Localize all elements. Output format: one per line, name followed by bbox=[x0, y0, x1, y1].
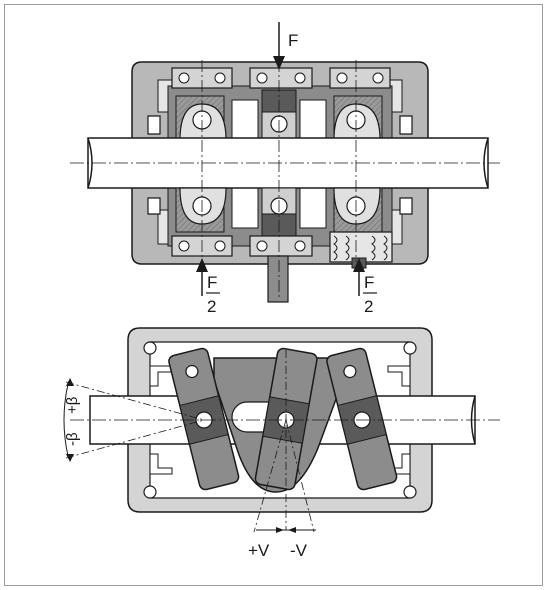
half-force-right-numerator: F bbox=[364, 273, 374, 292]
minus-beta-label: -β bbox=[64, 432, 81, 446]
lower-bearings bbox=[171, 231, 393, 269]
force-arrow-top bbox=[273, 22, 285, 70]
top-section-view: F F 2 F 2 bbox=[70, 22, 500, 316]
upper-bearings bbox=[171, 67, 391, 89]
output-stem bbox=[267, 255, 289, 303]
force-label: F bbox=[288, 31, 298, 50]
minus-v-label: -V bbox=[290, 541, 308, 560]
half-force-right-denominator: 2 bbox=[364, 297, 373, 316]
plus-beta-label: +β bbox=[64, 396, 81, 414]
half-force-left-numerator: F bbox=[207, 273, 217, 292]
half-force-left-denominator: 2 bbox=[207, 297, 216, 316]
bottom-plan-view: +β -β +V -V bbox=[63, 327, 500, 560]
force-arrow-right bbox=[353, 258, 365, 296]
plus-v-label: +V bbox=[248, 541, 270, 560]
force-arrow-left bbox=[196, 258, 208, 296]
